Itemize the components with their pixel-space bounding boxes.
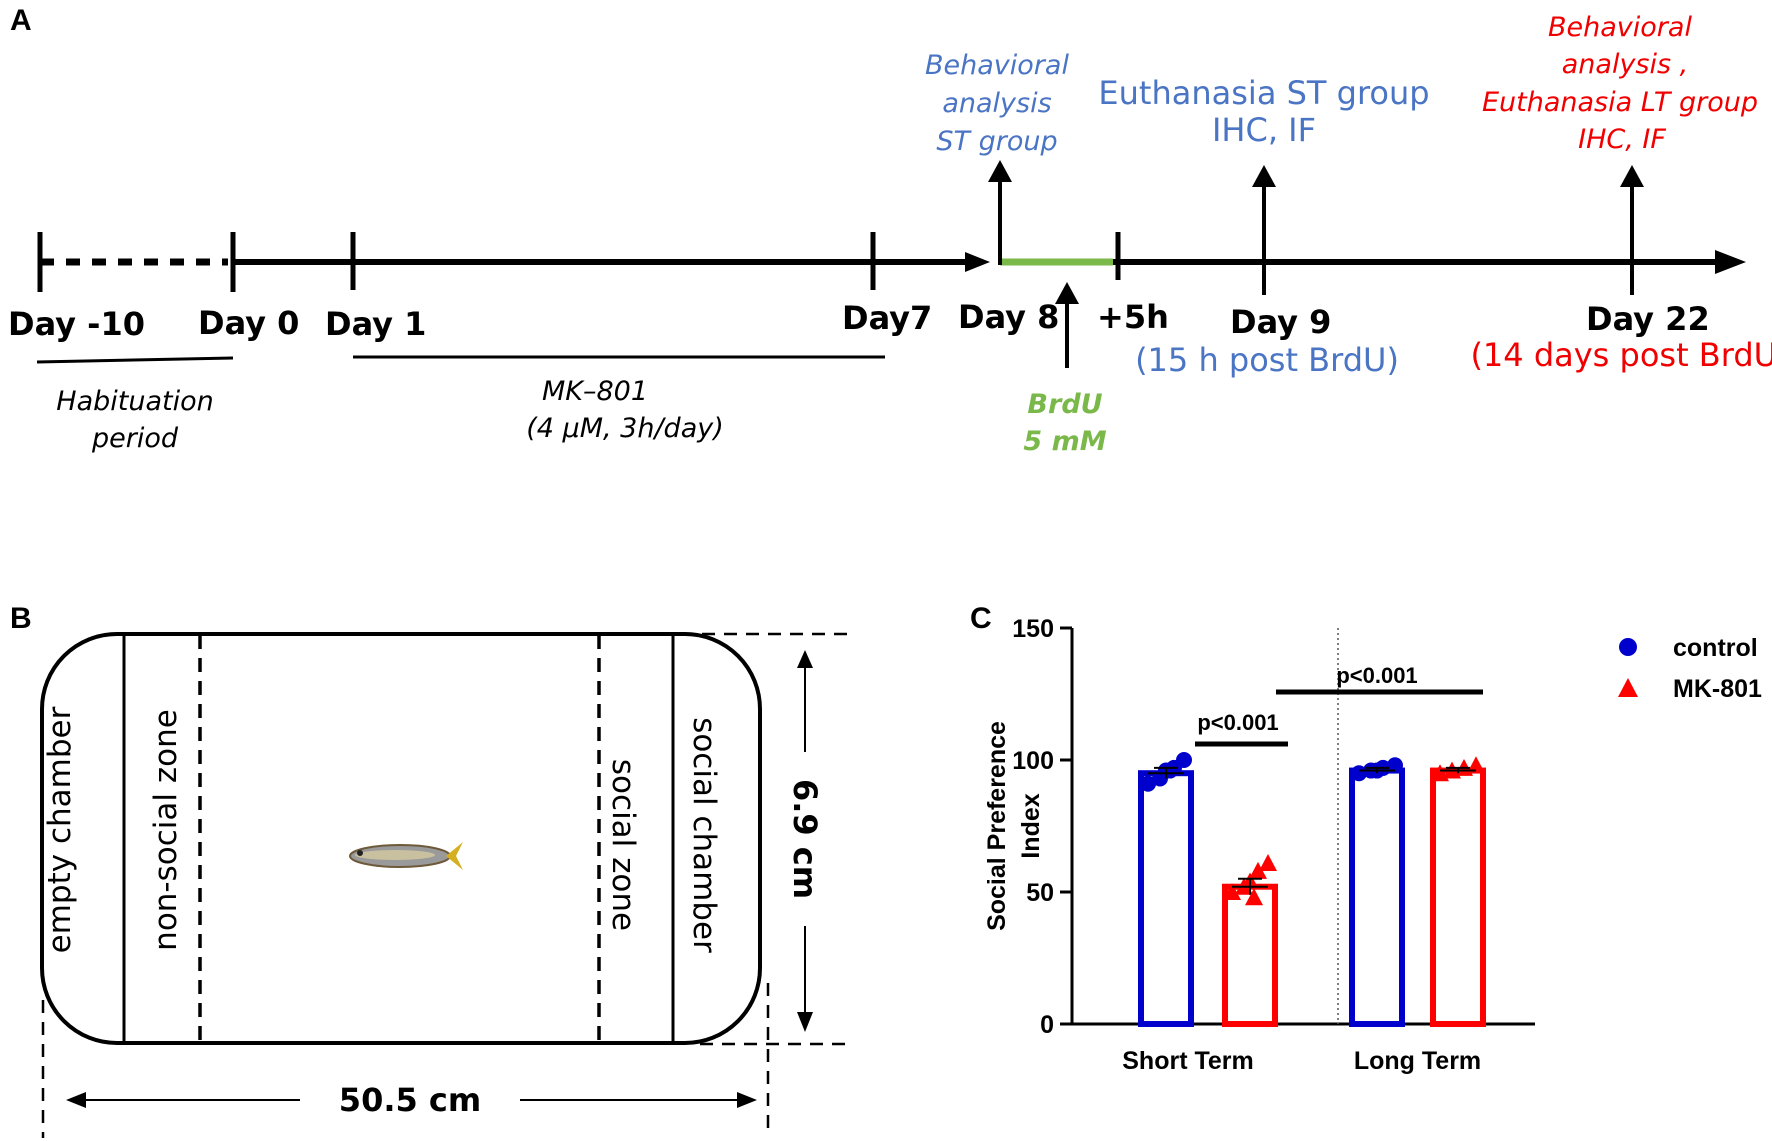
x-category-label-long-term: Long Term	[1354, 1047, 1481, 1075]
data-point-mk801	[1259, 853, 1277, 871]
p-value-between-terms: p<0.001	[1336, 663, 1417, 688]
day9-note: (15 h post BrdU)	[1135, 341, 1399, 379]
legend-label-control: control	[1673, 634, 1758, 662]
bar-long-control	[1349, 767, 1405, 1027]
label-day-22: Day 22	[1586, 300, 1710, 338]
data-point-control	[1176, 752, 1192, 768]
data-point-control	[1351, 765, 1367, 782]
label-day-7: Day7	[842, 299, 932, 337]
social-chamber-label: social chamber	[686, 717, 722, 953]
legend-marker-mk801	[1618, 678, 1638, 697]
arena-outline	[40, 632, 762, 1045]
behav-lt-label-1: Behavioral	[1548, 12, 1692, 43]
width-arrow-left-head	[66, 1092, 86, 1108]
p-value-short-term: p<0.001	[1197, 710, 1278, 735]
behav-lt-label-4: IHC, IF	[1578, 124, 1666, 155]
label-day-9: Day 9	[1230, 303, 1331, 341]
habituation-bracket	[36, 356, 234, 364]
brdu-label-2: 5 mM	[1023, 426, 1106, 457]
timeline-arrowhead-2	[1715, 250, 1746, 274]
height-label: 6.9 cm	[786, 779, 824, 899]
mk801-label-2: (4 µM, 3h/day)	[526, 413, 724, 444]
width-arrow-right-head	[737, 1092, 757, 1108]
width-label: 50.5 cm	[339, 1081, 481, 1119]
data-point-mk801	[1223, 883, 1241, 900]
y-axis-title-line-2: Index	[1017, 793, 1045, 858]
behav-st-label-3: ST group	[936, 126, 1057, 157]
behav-st-label-1: Behavioral	[925, 50, 1069, 81]
y-axis-title-line-1: Social Preference	[983, 721, 1011, 931]
label-plus-5h: +5h	[1097, 298, 1169, 336]
y-tick-label-150: 150	[1012, 615, 1054, 643]
timeline-arrowhead-1	[965, 252, 990, 272]
height-arrow-down-head	[797, 1012, 813, 1032]
non-social-zone-label: non-social zone	[148, 709, 184, 951]
arrow-brdu-head	[1055, 282, 1079, 304]
behav-st-label-2: analysis	[942, 88, 1051, 119]
legend-marker-control	[1619, 638, 1637, 656]
data-point-mk801	[1245, 888, 1263, 906]
x-category-label-short-term: Short Term	[1122, 1047, 1254, 1075]
data-point-mk801	[1249, 861, 1267, 879]
behav-lt-label-2: analysis ,	[1562, 49, 1688, 80]
habituation-label-1: Habituation	[56, 386, 213, 417]
label-day-8: Day 8	[958, 298, 1059, 336]
y-tick-label-100: 100	[1012, 747, 1054, 775]
behav-lt-label-3: Euthanasia LT group	[1482, 87, 1758, 118]
label-day-m10: Day -10	[8, 305, 145, 343]
mk801-label-1: MK–801	[542, 376, 648, 407]
zebrafish-icon	[349, 842, 463, 870]
panel-b-label: B	[10, 602, 32, 635]
panel-c-label: C	[970, 602, 992, 635]
euth-st-label-1: Euthanasia ST group	[1098, 74, 1429, 112]
data-point-control	[1162, 762, 1178, 779]
bar-long-mk801	[1430, 767, 1486, 1027]
arrow-day-9-head	[1252, 165, 1276, 187]
bar-short-mk801	[1222, 883, 1278, 1027]
label-day-1: Day 1	[325, 305, 426, 343]
timeline	[36, 160, 1746, 368]
data-point-control	[1140, 775, 1156, 792]
social-zone-label: social zone	[605, 759, 641, 931]
brdu-label-1: BrdU	[1027, 389, 1102, 420]
data-point-control	[1387, 757, 1403, 774]
data-point-mk801	[1467, 756, 1485, 774]
y-tick-label-50: 50	[1026, 879, 1054, 907]
euth-st-label-2: IHC, IF	[1212, 111, 1316, 149]
legend-label-mk801: MK-801	[1673, 675, 1762, 703]
panel-a-label: A	[10, 4, 32, 37]
day22-note: (14 days post BrdU)	[1470, 336, 1772, 374]
arena-diagram	[40, 632, 850, 1138]
label-day-0: Day 0	[198, 304, 299, 342]
arrow-day-8-head	[988, 160, 1012, 182]
bar-short-control	[1138, 770, 1194, 1028]
empty-chamber-label: empty chamber	[42, 706, 78, 953]
height-arrow-up-head	[797, 650, 813, 668]
habituation-label-2: period	[91, 423, 179, 454]
arrow-day-22-head	[1620, 165, 1644, 187]
y-tick-label-0: 0	[1040, 1011, 1054, 1039]
